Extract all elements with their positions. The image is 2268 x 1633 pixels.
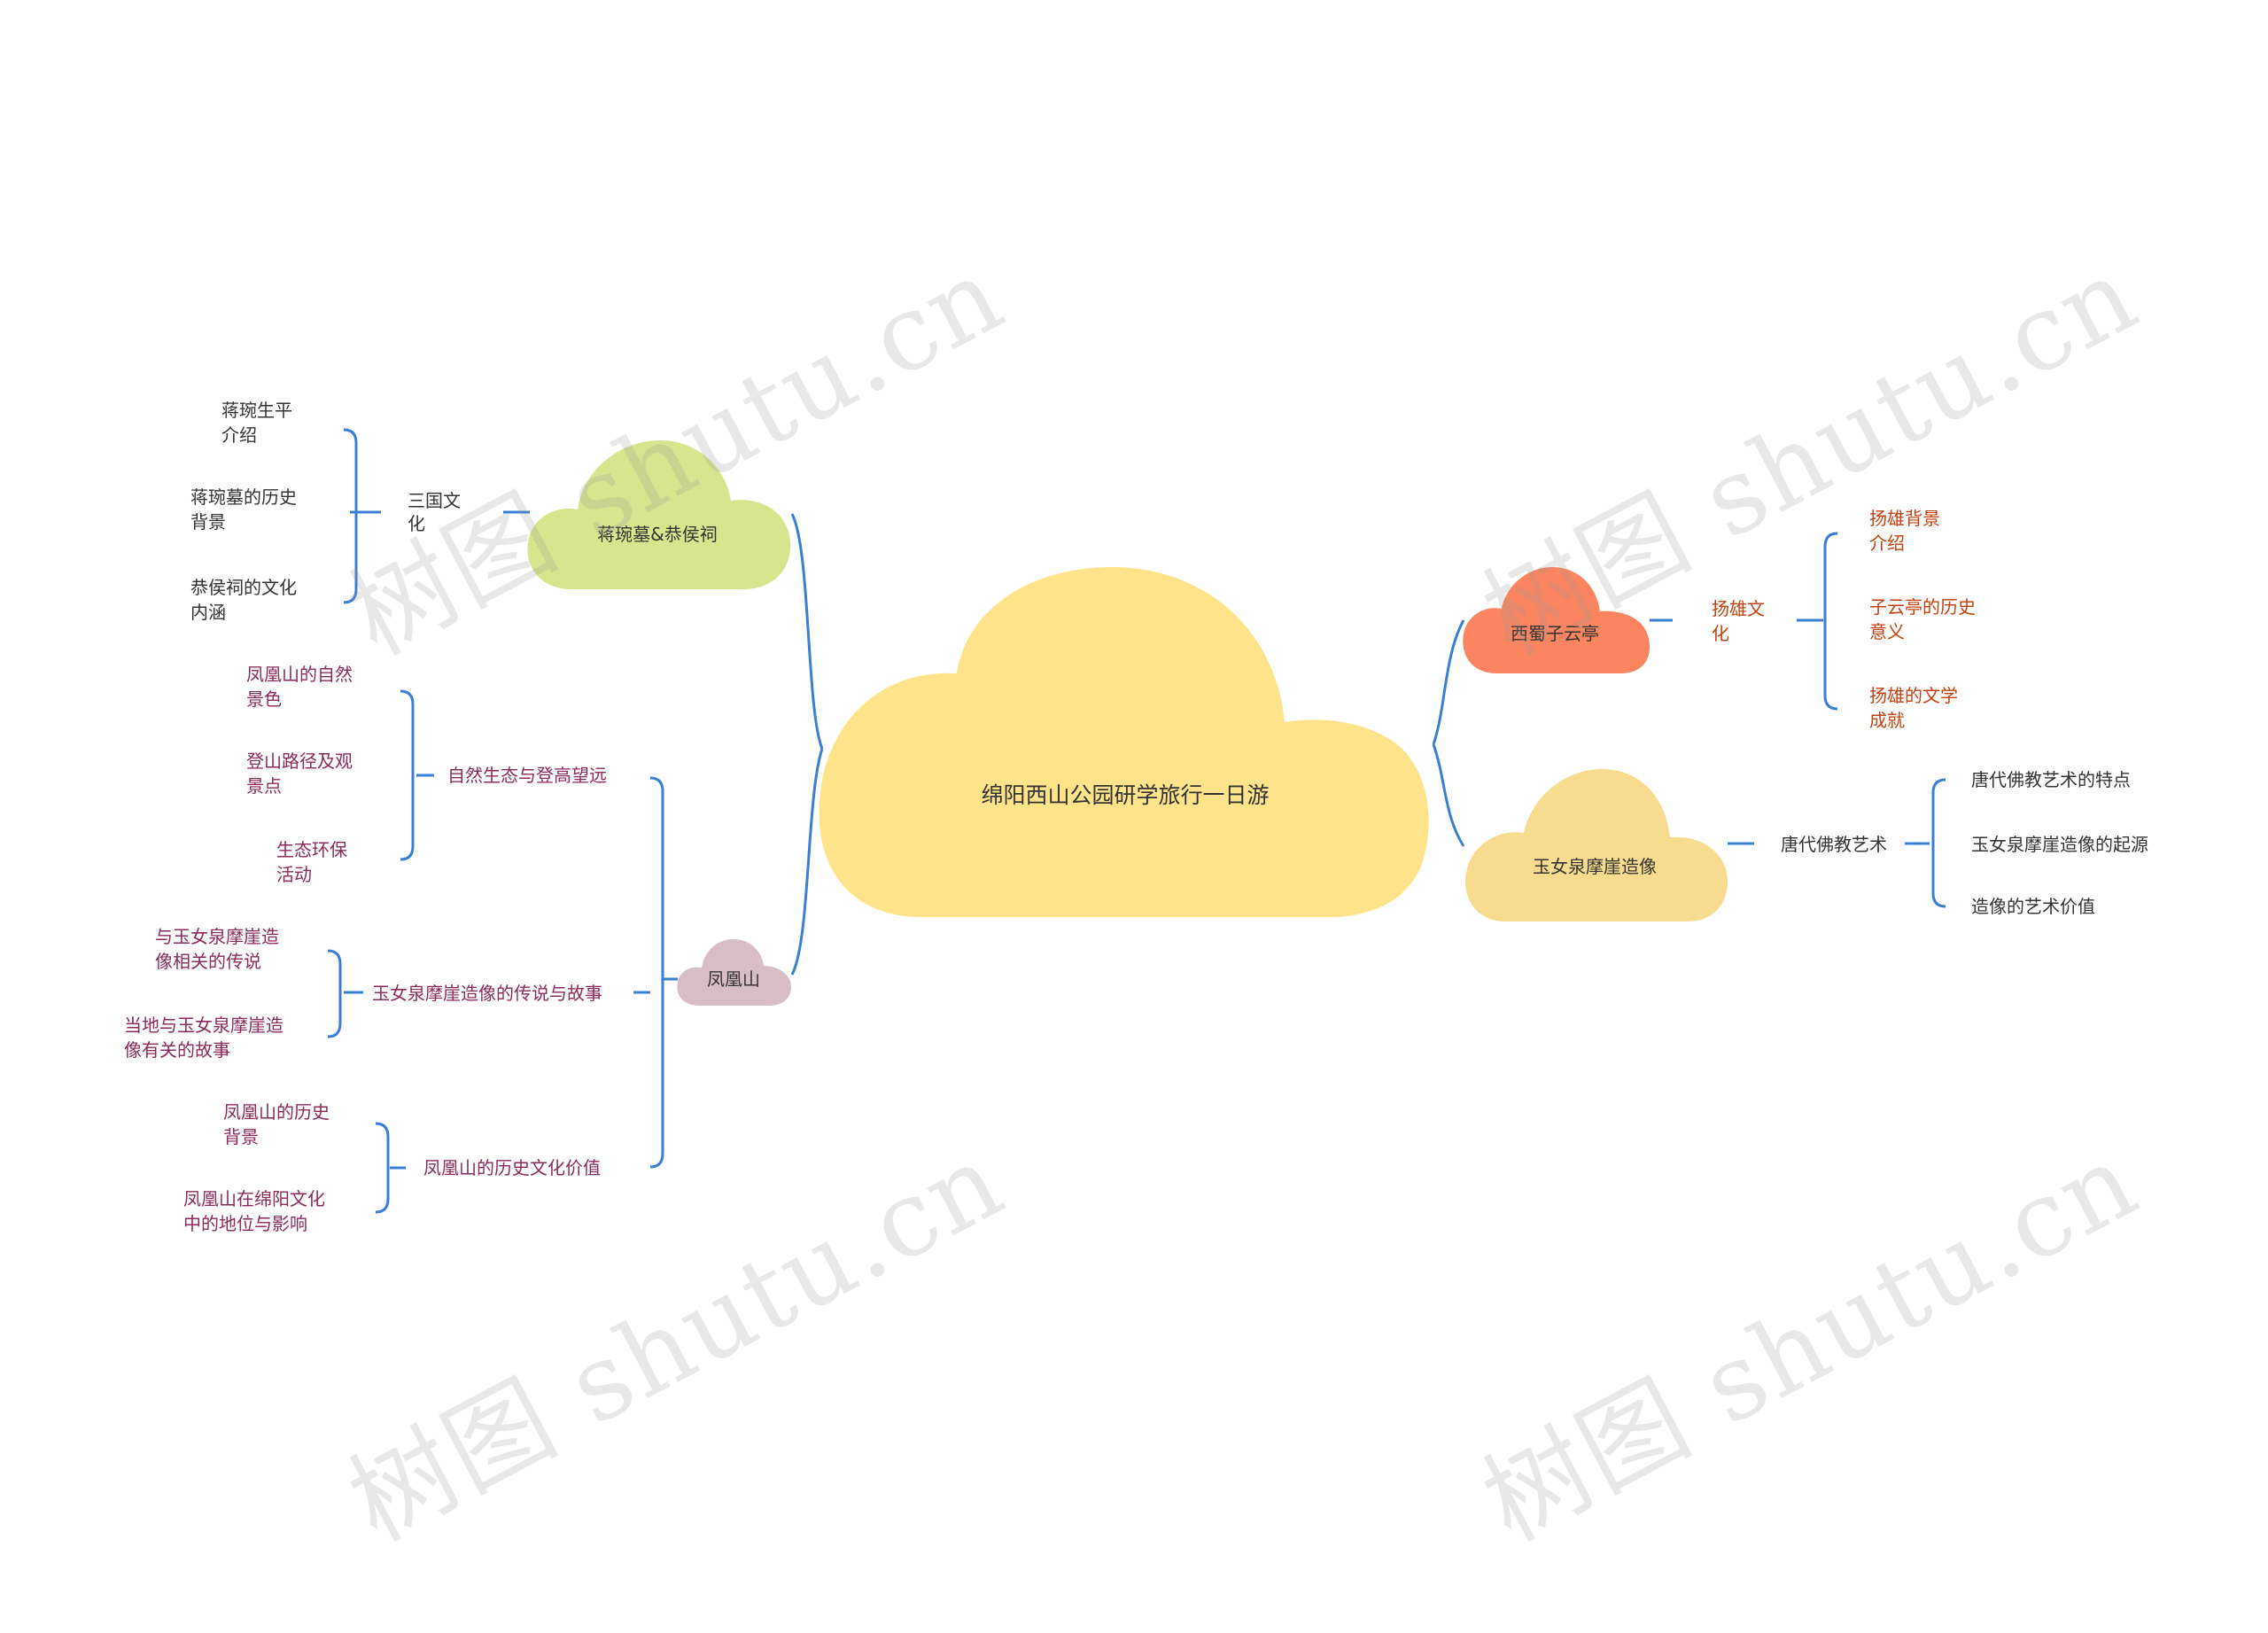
bracket-ziyun (1823, 532, 1838, 711)
cloud-yunu[interactable]: 玉女泉摩崖造像 (1465, 769, 1728, 921)
g3-leaf-1-line1[interactable]: 凤凰山的历史 (223, 1101, 330, 1123)
fenghuang-label: 凤凰山 (707, 968, 760, 990)
connector-lines (327, 428, 1946, 1214)
jiangwan-leaf-3-line1[interactable]: 恭侯祠的文化 (190, 577, 297, 598)
root-label: 绵阳西山公园研学旅行一日游 (981, 782, 1269, 808)
link-root-ziyun (1432, 619, 1465, 745)
yunu-children: 唐代佛教艺术 唐代佛教艺术的特点 玉女泉摩崖造像的起源 造像的艺术价值 (1781, 769, 2148, 917)
cloud-ziyun-shape (1463, 567, 1650, 673)
yunu-leaf-3[interactable]: 造像的艺术价值 (1971, 896, 2095, 917)
ziyun-leaf-3-line1[interactable]: 扬雄的文学 (1869, 685, 1958, 706)
link-root-fenghuang (790, 748, 824, 976)
cloud-jiangwan[interactable]: 蒋琬墓&恭侯祠 (527, 440, 791, 589)
yunu-sub[interactable]: 唐代佛教艺术 (1781, 834, 1887, 855)
ziyun-children: 扬雄文 化 扬雄背景 介绍 子云亭的历史 意义 扬雄的文学 成就 (1712, 508, 1976, 731)
bracket-g2 (327, 949, 342, 1038)
g2-leaf-1-line2[interactable]: 像相关的传说 (155, 951, 261, 972)
g1-leaf-1-line2[interactable]: 景色 (246, 688, 282, 710)
ziyun-sub-line1[interactable]: 扬雄文 (1712, 598, 1765, 619)
jiangwan-leaf-2-line1[interactable]: 蒋琬墓的历史 (190, 486, 297, 508)
g1-leaf-2-line1[interactable]: 登山路径及观 (246, 750, 353, 772)
bracket-fenghuang (649, 776, 664, 1169)
g2-leaf-2-line2[interactable]: 像有关的故事 (124, 1039, 230, 1061)
bracket-jiangwan (343, 428, 358, 604)
ziyun-leaf-2-line1[interactable]: 子云亭的历史 (1869, 596, 1976, 618)
root-cloud-shape (819, 567, 1429, 917)
bracket-g3 (375, 1122, 390, 1214)
cloud-yunu-shape (1465, 769, 1728, 921)
jiangwan-leaf-3-line2[interactable]: 内涵 (190, 602, 226, 623)
g1-leaf-3-line2[interactable]: 活动 (276, 864, 312, 885)
g3-leaf-1-line2[interactable]: 背景 (223, 1126, 259, 1147)
g2-leaf-2-line1[interactable]: 当地与玉女泉摩崖造 (124, 1015, 284, 1036)
jiangwan-label: 蒋琬墓&恭侯祠 (597, 524, 718, 545)
ziyun-label: 西蜀子云亭 (1511, 623, 1599, 644)
jiangwan-leaf-2-line2[interactable]: 背景 (190, 511, 226, 533)
bracket-g1 (400, 689, 415, 861)
jiangwan-leaf-1-line1[interactable]: 蒋琬生平 (221, 400, 292, 421)
link-root-jiangwan (790, 513, 824, 750)
cloud-ziyun[interactable]: 西蜀子云亭 (1463, 567, 1650, 673)
cloud-jiangwan-shape (527, 440, 791, 589)
g1-leaf-3-line1[interactable]: 生态环保 (276, 839, 347, 860)
ziyun-leaf-2-line2[interactable]: 意义 (1869, 621, 1905, 642)
cloud-fenghuang[interactable]: 凤凰山 (677, 939, 792, 1006)
ziyun-leaf-1-line2[interactable]: 介绍 (1869, 533, 1905, 554)
fenghuang-group-1[interactable]: 自然生态与登高望远 (447, 765, 607, 786)
g1-leaf-1-line1[interactable]: 凤凰山的自然 (246, 664, 353, 685)
root-cloud[interactable]: 绵阳西山公园研学旅行一日游 (819, 567, 1429, 917)
fenghuang-children: 自然生态与登高望远 玉女泉摩崖造像的传说与故事 凤凰山的历史文化价值 凤凰山的自… (124, 664, 607, 1234)
yunu-leaf-1[interactable]: 唐代佛教艺术的特点 (1971, 769, 2131, 790)
fenghuang-group-3[interactable]: 凤凰山的历史文化价值 (423, 1157, 601, 1178)
cloud-fenghuang-shape (677, 939, 792, 1006)
bracket-yunu (1931, 778, 1946, 908)
yunu-label: 玉女泉摩崖造像 (1533, 856, 1657, 877)
jiangwan-sub-line1[interactable]: 三国文 (408, 490, 461, 511)
jiangwan-children: 三国文 化 蒋琬生平 介绍 蒋琬墓的历史 背景 恭侯祠的文化 内涵 (190, 400, 461, 623)
g1-leaf-2-line2[interactable]: 景点 (246, 775, 282, 797)
g3-leaf-2-line2[interactable]: 中的地位与影响 (183, 1213, 307, 1234)
ziyun-leaf-3-line2[interactable]: 成就 (1869, 710, 1905, 731)
g3-leaf-2-line1[interactable]: 凤凰山在绵阳文化 (183, 1188, 325, 1209)
fenghuang-group-2[interactable]: 玉女泉摩崖造像的传说与故事 (372, 983, 602, 1004)
ziyun-leaf-1-line1[interactable]: 扬雄背景 (1869, 508, 1940, 529)
jiangwan-sub-line2[interactable]: 化 (408, 513, 425, 534)
yunu-leaf-2[interactable]: 玉女泉摩崖造像的起源 (1971, 834, 2148, 855)
jiangwan-leaf-1-line2[interactable]: 介绍 (221, 424, 257, 446)
g2-leaf-1-line1[interactable]: 与玉女泉摩崖造 (155, 926, 279, 947)
ziyun-sub-line2[interactable]: 化 (1712, 623, 1729, 644)
link-root-yunu (1432, 743, 1465, 847)
